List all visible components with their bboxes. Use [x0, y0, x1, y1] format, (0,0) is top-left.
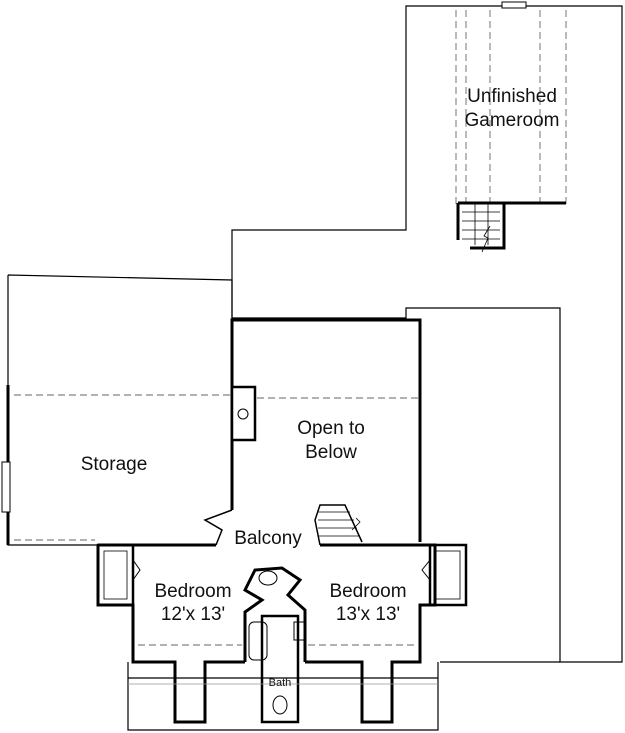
right-bay-window: [428, 543, 468, 607]
toilet-icon: [272, 695, 288, 715]
bedroom-left-name: Bedroom: [154, 581, 231, 602]
balcony-stair-treads: [318, 511, 361, 537]
bedroom-right-name: Bedroom: [329, 581, 406, 602]
bath-label: Bath: [269, 677, 292, 689]
storage-outline: [7, 274, 233, 546]
balcony-label: Balcony: [234, 528, 302, 549]
bath-room-walls: [260, 614, 300, 724]
balcony-railing: [203, 504, 363, 546]
storage-label: Storage: [81, 454, 148, 475]
gameroom-label-line2: Gameroom: [464, 110, 559, 131]
gameroom-label-line1: Unfinished: [467, 86, 557, 107]
chimney-flue-icon: [237, 408, 249, 420]
outer-outline: [231, 5, 623, 663]
hall-walls: [243, 566, 307, 662]
left-bay-inner: [103, 550, 128, 600]
gameroom-dashed-lines: [455, 10, 567, 205]
storage-door: [1, 461, 11, 513]
chimney: [230, 385, 257, 442]
gameroom-stair: [456, 201, 566, 250]
left-bay-window: [96, 543, 135, 607]
sink-icon: [258, 570, 278, 586]
shelf-icon: [293, 621, 305, 641]
right-bay-inner: [435, 550, 461, 600]
tub-icon: [248, 621, 268, 661]
bedroom-right-size: 13'x 13': [336, 604, 400, 625]
left-closet-door: [132, 559, 141, 581]
bedroom-left-size: 12'x 13': [161, 604, 225, 625]
porch-roof-outline: [127, 662, 439, 731]
gameroom-vent: [501, 1, 527, 9]
open-to-below-label-line1: Open to: [297, 418, 365, 439]
open-to-below-label-line2: Below: [305, 442, 357, 463]
right-closet-door: [421, 559, 431, 581]
gameroom-stair-treads: [462, 203, 500, 253]
